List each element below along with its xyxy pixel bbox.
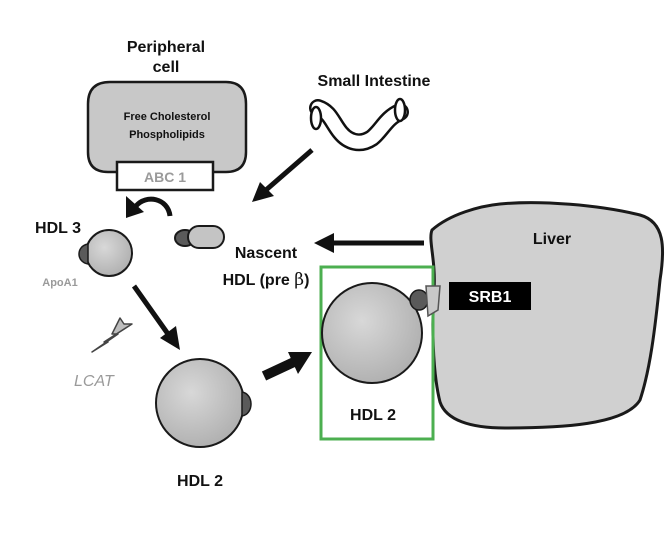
srb1-label: SRB1	[469, 289, 512, 306]
hdl2-highlight-box	[319, 265, 435, 441]
peripheral-cell-shape	[86, 80, 248, 174]
liver-to-nascent-arrowhead	[314, 233, 334, 253]
intestine-to-nascent-arrow	[264, 148, 314, 192]
abc1-to-hdl3-arrow	[134, 196, 173, 217]
hdl2-boxed-apo-icon	[409, 289, 429, 311]
hdl2-boxed-label: HDL 2	[350, 407, 396, 424]
apoa1-label: ApoA1	[42, 277, 77, 289]
abc1-label: ABC 1	[144, 169, 186, 185]
hdl3-label: HDL 3	[35, 220, 81, 237]
nascent-hdl-particle	[174, 225, 225, 249]
nascent-hdl-label-line1: Nascent	[235, 245, 298, 262]
abc1-transporter-box	[115, 160, 215, 192]
intestine-tube-icon	[309, 97, 409, 152]
lcat-label: LCAT	[74, 373, 115, 390]
hdl2-left-apo-icon	[241, 391, 252, 417]
hdl2-particle-left	[155, 358, 245, 448]
hdl2-particle-boxed	[321, 282, 423, 384]
hdl3-particle	[85, 229, 133, 277]
hdl2-left-label: HDL 2	[177, 473, 223, 490]
hdl3-to-hdl2-arrow	[131, 284, 171, 336]
srb1-receptor-icon	[425, 285, 441, 318]
srb1-badge	[449, 282, 531, 310]
peripheral-cell-title: Peripheral	[127, 39, 205, 56]
lightning-bolt-icon	[91, 317, 133, 353]
hdl2-to-liver-arrowhead	[288, 352, 312, 374]
hdl2-to-liver-arrow	[261, 357, 297, 381]
abc1-to-hdl3-arrowhead	[126, 196, 144, 218]
phospholipids-label: Phospholipids	[129, 129, 205, 141]
hdl3-to-hdl2-arrowhead	[160, 326, 180, 350]
intestine-to-nascent-arrowhead	[252, 182, 274, 202]
apoa1-icon	[78, 243, 89, 265]
liver-label: Liver	[533, 231, 571, 248]
small-intestine-label: Small Intestine	[318, 73, 431, 90]
nascent-hdl-label-line2: HDL (pre β)	[223, 270, 310, 290]
free-cholesterol-label: Free Cholesterol	[124, 111, 211, 123]
peripheral-cell-title-line2: cell	[153, 59, 180, 76]
